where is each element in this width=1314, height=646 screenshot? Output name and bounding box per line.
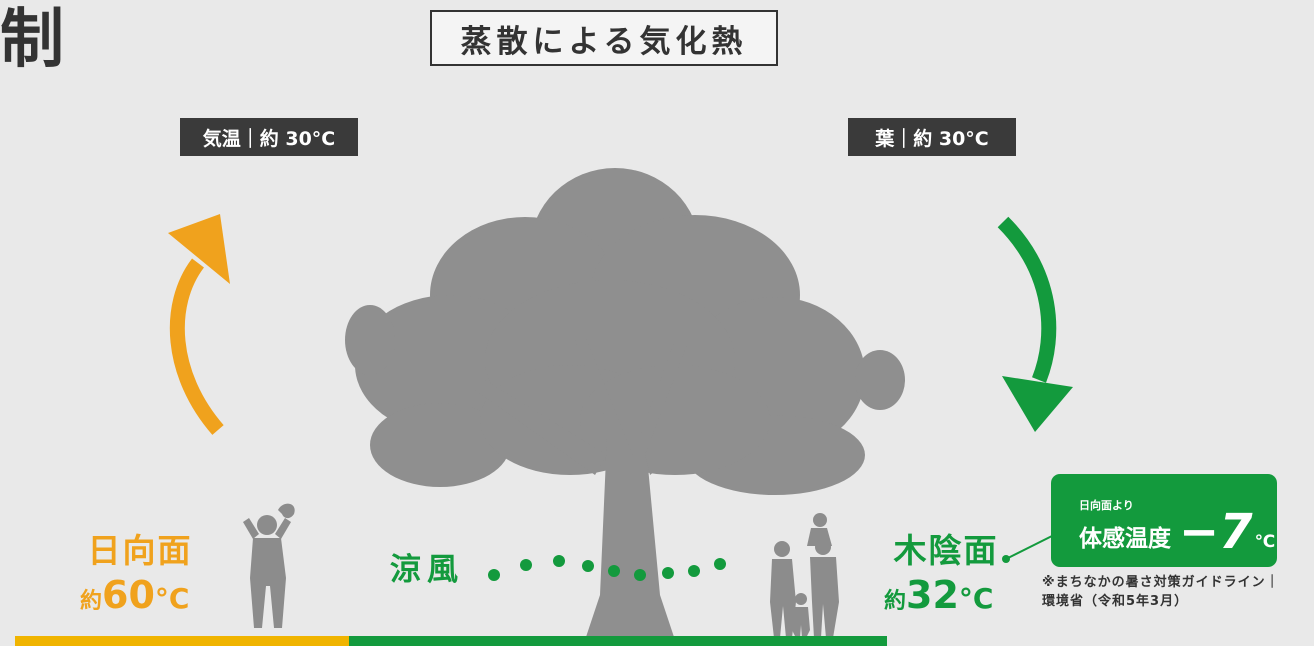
shade-surface-temperature: 約32°C [884,576,1024,614]
perceived-temperature-badge: 日向面より 体感温度 −7 ℃ [1051,474,1277,567]
hot-person-silhouette-icon [243,503,295,628]
badge-temperature-difference: −7 [1179,504,1253,560]
shaded-ground-line [349,636,887,646]
rising-warm-air-arrow-icon [168,214,230,435]
falling-cool-air-arrow-icon [997,216,1073,432]
sunny-surface-title: 日向面 [87,531,193,570]
badge-main-label: 体感温度 [1079,526,1171,553]
source-note: ※まちなかの暑さ対策ガイドライン｜環境省（令和5年3月） [1042,575,1280,609]
sunny-temp-value: 60 [102,573,155,617]
callout-connector-line [1002,534,1055,563]
cool-breeze-label: 涼風 [390,552,464,588]
sunny-temp-prefix: 約 [80,589,103,614]
shade-temp-unit: °C [958,582,994,615]
sunny-surface-temperature: 約60°C [80,576,220,614]
sunny-temp-unit: °C [154,582,190,615]
diagram-title: 蒸散による気化熱 [430,10,778,66]
tree-silhouette-icon [345,168,905,640]
breeze-dots-icon [488,555,726,581]
shade-temp-value: 32 [906,573,959,617]
shade-surface-title: 木陰面 [893,531,999,570]
leaf-temperature-label: 葉｜約 30°C [848,118,1016,156]
sunny-ground-line [15,636,349,646]
shade-temp-prefix: 約 [884,589,907,614]
badge-temperature-unit: ℃ [1254,532,1276,553]
page-heading-fragment: 制 [0,3,66,77]
air-temperature-label: 気温｜約 30°C [180,118,358,156]
badge-comparison-text: 日向面より [1079,499,1134,512]
family-silhouette-icon [770,513,839,638]
